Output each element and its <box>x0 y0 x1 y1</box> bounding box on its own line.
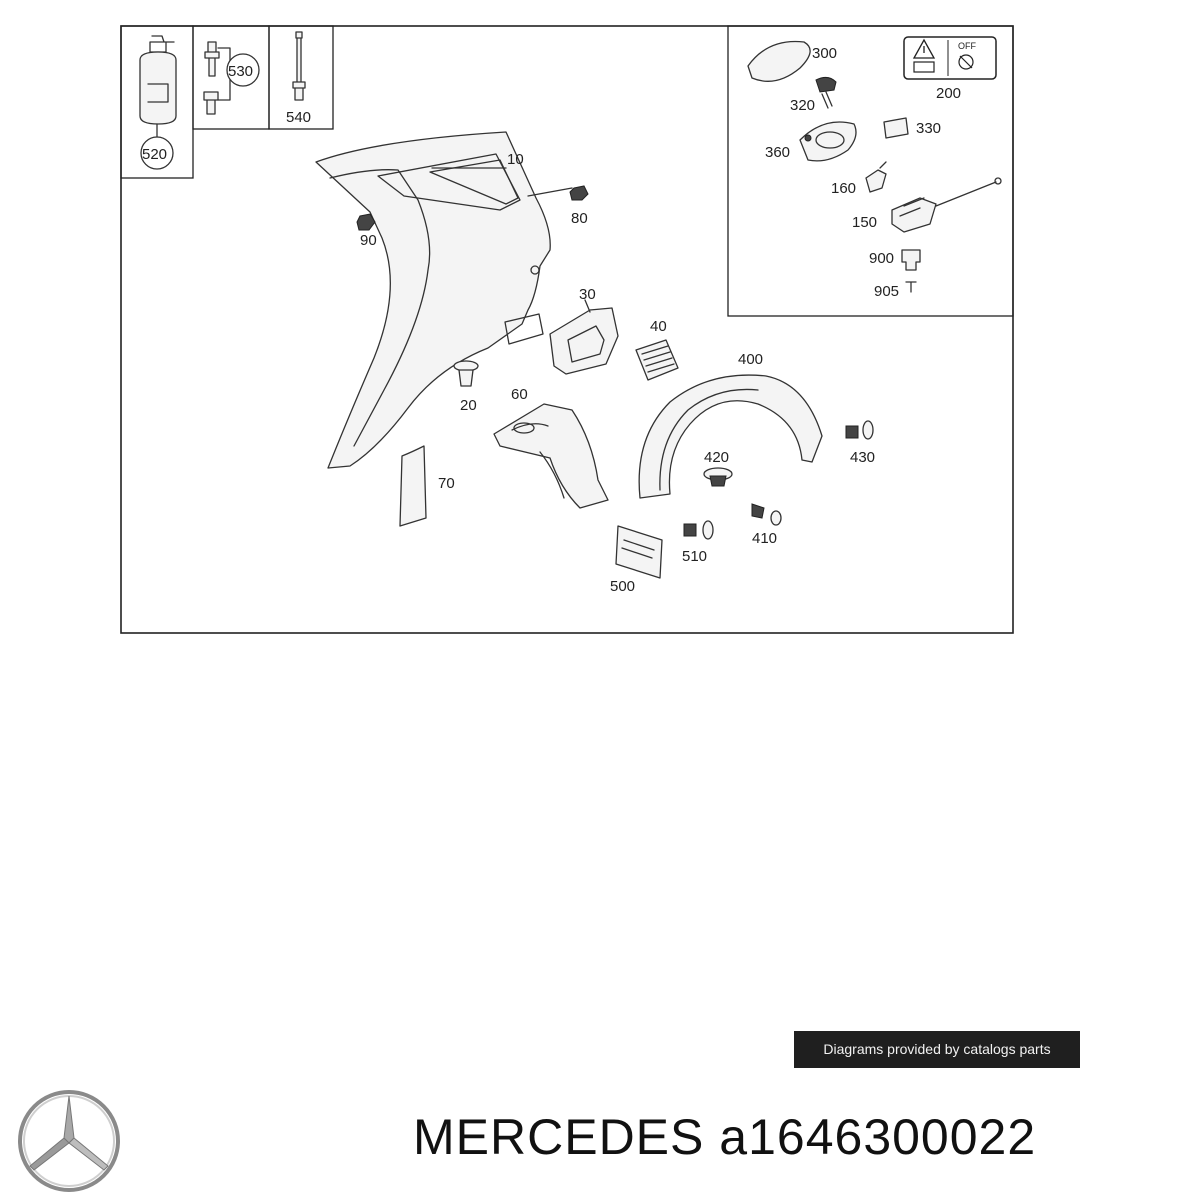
part-410-clip: 410 <box>751 503 782 547</box>
label-320: 320 <box>790 97 815 114</box>
brand-part-title: MERCEDES a1646300022 <box>413 1108 1036 1166</box>
label-510: 510 <box>682 548 707 565</box>
part-10-side-panel: 10 <box>315 131 551 469</box>
part-540-bolt: 540 <box>286 31 311 126</box>
part-320-screw: 320 <box>790 76 837 114</box>
label-410: 410 <box>752 530 777 547</box>
part-200-warning-label: OFF 200 <box>903 36 997 102</box>
label-430: 430 <box>850 449 875 466</box>
label-90: 90 <box>360 232 377 249</box>
label-40: 40 <box>650 318 667 335</box>
part-400-wheel-liner: 400 <box>638 351 823 499</box>
part-20-plug: 20 <box>453 360 479 414</box>
part-530-fasteners: 530 <box>203 41 260 115</box>
label-160: 160 <box>831 180 856 197</box>
label-60: 60 <box>511 386 528 403</box>
box-540 <box>268 25 334 130</box>
label-420: 420 <box>704 449 729 466</box>
part-150-actuator: 150 <box>852 177 1002 233</box>
part-160-actuator-clip: 160 <box>831 161 887 197</box>
label-330: 330 <box>916 120 941 137</box>
label-80: 80 <box>571 210 588 227</box>
label-360: 360 <box>765 144 790 161</box>
part-900-connector: 900 <box>869 249 921 271</box>
part-520-spray-can: 520 <box>139 35 177 170</box>
part-500-mud-flap: 500 <box>610 525 663 595</box>
mercedes-star-icon <box>18 1090 120 1192</box>
inset-box <box>727 25 1014 317</box>
part-60-inner-panel: 60 <box>493 386 609 509</box>
label-900: 900 <box>869 250 894 267</box>
part-330-rubber-seal: 330 <box>883 117 941 139</box>
part-80-nut: 80 <box>527 185 589 227</box>
part-30-bracket: 30 <box>549 286 619 375</box>
part-70-protective-film: 70 <box>399 445 455 527</box>
label-530: 530 <box>228 63 253 80</box>
part-300-fuel-flap: 300 <box>747 40 837 82</box>
label-540: 540 <box>286 109 311 126</box>
label-150: 150 <box>852 214 877 231</box>
label-400: 400 <box>738 351 763 368</box>
label-30: 30 <box>579 286 596 303</box>
label-520: 520 <box>142 146 167 163</box>
label-200: 200 <box>936 85 961 102</box>
part-430-clip: 430 <box>845 420 875 466</box>
label-905: 905 <box>874 283 899 300</box>
part-90-nut: 90 <box>356 213 377 249</box>
label-500: 500 <box>610 578 635 595</box>
diagram-credit-banner: Diagrams provided by catalogs parts <box>794 1031 1080 1068</box>
diagram-frame <box>120 25 1014 634</box>
part-40-vent-grille: 40 <box>635 318 679 381</box>
parts-diagram: 520 530 540 10 80 90 30 <box>120 25 1014 634</box>
part-420-nut: 420 <box>703 449 733 487</box>
part-510-clip: 510 <box>682 520 714 565</box>
label-10: 10 <box>507 151 524 168</box>
part-905-pin: 905 <box>874 281 917 300</box>
label-20: 20 <box>460 397 477 414</box>
label-70: 70 <box>438 475 455 492</box>
part-number: a1646300022 <box>719 1109 1037 1165</box>
warning-label-text: OFF <box>958 41 976 51</box>
brand-name: MERCEDES <box>413 1109 705 1165</box>
label-300: 300 <box>812 45 837 62</box>
part-360-fuel-filler-housing: 360 <box>765 121 857 162</box>
